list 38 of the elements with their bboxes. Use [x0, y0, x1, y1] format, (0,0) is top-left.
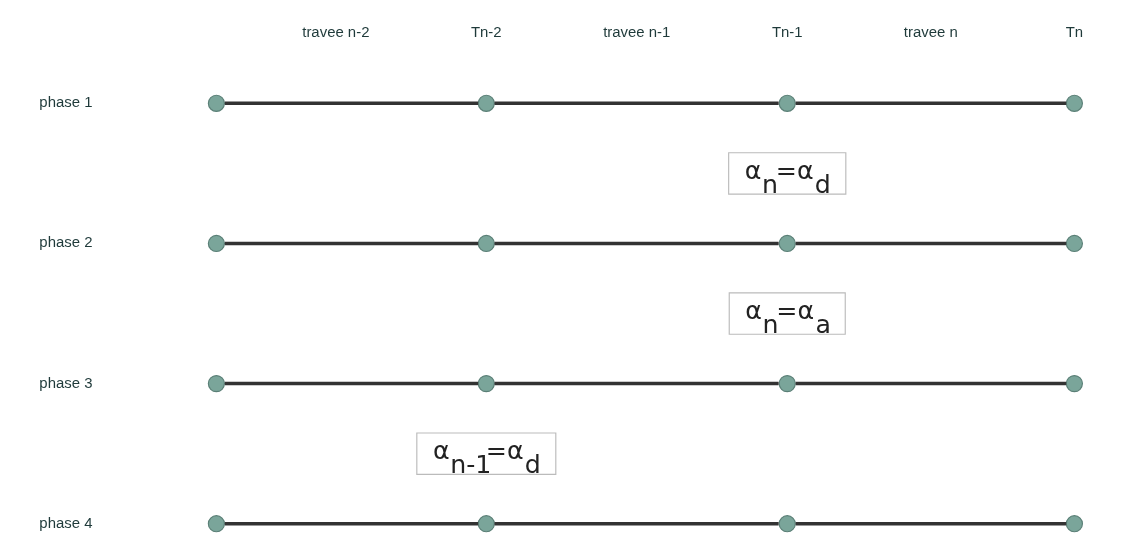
node-circle [477, 94, 495, 112]
node-circle [477, 375, 495, 393]
node-circle [778, 94, 796, 112]
node-circle [477, 515, 495, 533]
label: travee n [903, 23, 958, 41]
connector [494, 381, 779, 386]
node-circle [778, 234, 796, 253]
connector [224, 101, 478, 106]
label: Tn-2 [470, 23, 502, 41]
label: phase 1 [38, 93, 92, 111]
connector [224, 241, 478, 246]
label: phase 3 [38, 373, 92, 391]
connector [795, 381, 1066, 386]
label: Tn-1 [771, 23, 803, 41]
node-circle [477, 234, 495, 253]
connector [795, 241, 1066, 246]
connector [494, 241, 779, 246]
node-circle [778, 375, 796, 393]
node-circle [207, 94, 225, 112]
label: Tn [1065, 23, 1083, 41]
label: travee n-2 [301, 23, 369, 41]
label: travee n-1 [602, 23, 670, 41]
node-circle [1065, 515, 1083, 533]
label: phase 2 [38, 233, 92, 251]
connector [224, 522, 478, 526]
connector [795, 522, 1066, 526]
node-circle [207, 515, 225, 533]
connector [494, 101, 779, 106]
node-circle [778, 515, 796, 533]
node-circle [1065, 375, 1083, 393]
connector [494, 522, 779, 526]
label: phase 4 [38, 513, 92, 531]
node-circle [1065, 234, 1083, 253]
connector [224, 381, 478, 386]
connector [795, 101, 1066, 106]
node-circle [207, 375, 225, 393]
node-circle [207, 234, 225, 253]
node-circle [1065, 94, 1083, 112]
